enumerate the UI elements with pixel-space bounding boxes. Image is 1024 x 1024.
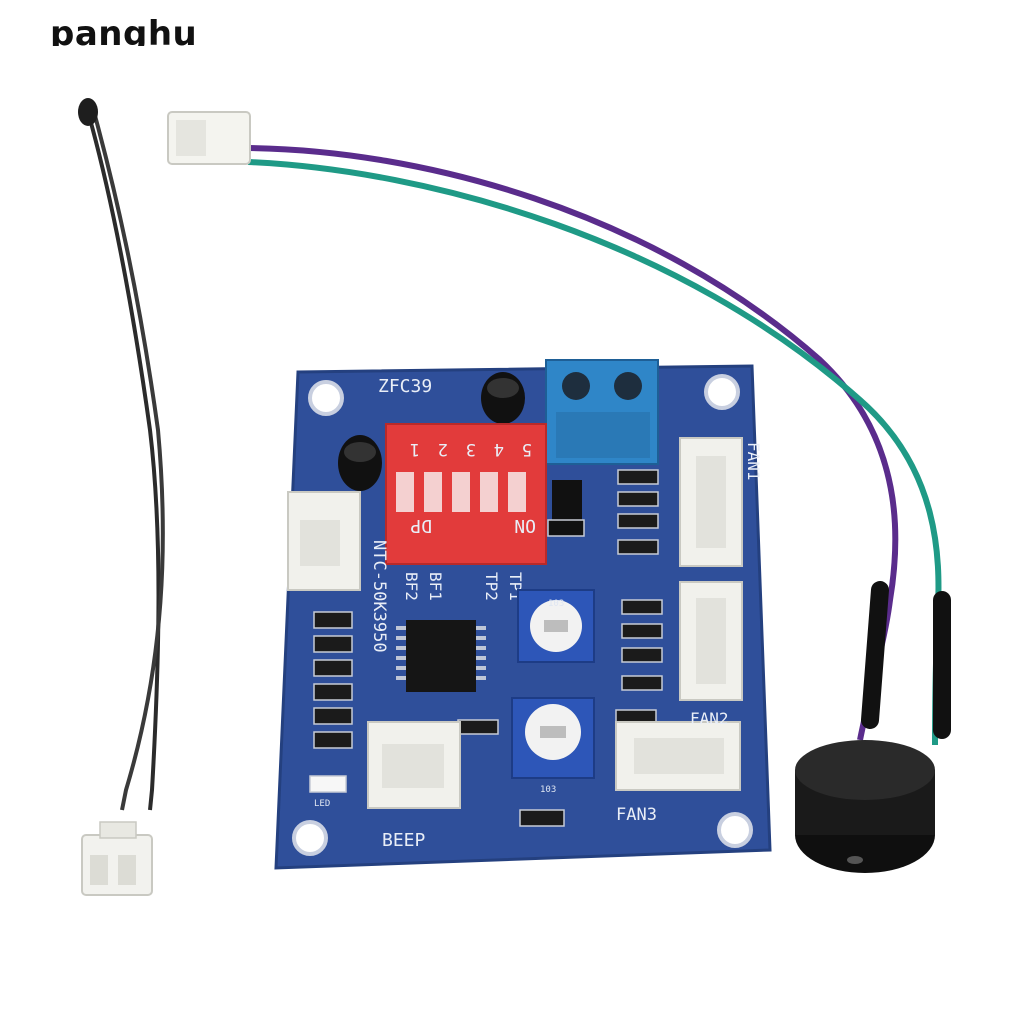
pot1-label: 103 — [548, 599, 564, 609]
ic-chip — [406, 620, 476, 692]
thermistor-lead-1 — [86, 111, 161, 811]
led-label: LED — [314, 799, 330, 809]
smd-column-left — [313, 611, 353, 749]
bf2-label: BF2 — [402, 572, 421, 601]
mounting-hole-bl — [292, 820, 328, 856]
buzzer-hole — [847, 856, 863, 864]
buzzer-wires — [167, 111, 951, 746]
bf1-label: BF1 — [426, 572, 445, 601]
dip-number-3: 3 — [466, 439, 476, 459]
thermistor-bead — [78, 98, 98, 126]
dip-number-1: 1 — [410, 439, 420, 459]
smd-column-right — [457, 469, 663, 827]
buzzer — [795, 740, 935, 873]
mounting-hole-tl — [308, 380, 344, 416]
mounting-hole-tr — [704, 374, 740, 410]
led — [309, 775, 347, 793]
pcb-board: ZFC39 5 4 3 2 1 ON DP NTC-50K3950 TP — [274, 359, 772, 870]
fan3-label: FAN3 — [616, 805, 657, 825]
sensor-label: NTC-50K3950 — [369, 540, 389, 653]
tp2-label: TP2 — [482, 572, 501, 601]
mounting-hole-br — [717, 812, 753, 848]
thermistor-lead-2 — [92, 111, 165, 811]
pot2-label: 103 — [540, 785, 556, 795]
dip-number-2: 2 — [438, 439, 448, 459]
ntc-thermistor — [78, 98, 165, 896]
dip-label-dp: DP — [410, 515, 432, 536]
dip-label-on: ON — [514, 515, 536, 536]
dip-number-5: 5 — [522, 439, 532, 459]
beep-label: BEEP — [382, 830, 426, 851]
fan1-label: FAN1 — [744, 442, 763, 481]
fan2-label: FAN2 — [690, 709, 729, 728]
model-label: ZFC39 — [378, 376, 432, 397]
transistor — [552, 480, 582, 520]
dip-number-4: 4 — [494, 439, 504, 459]
